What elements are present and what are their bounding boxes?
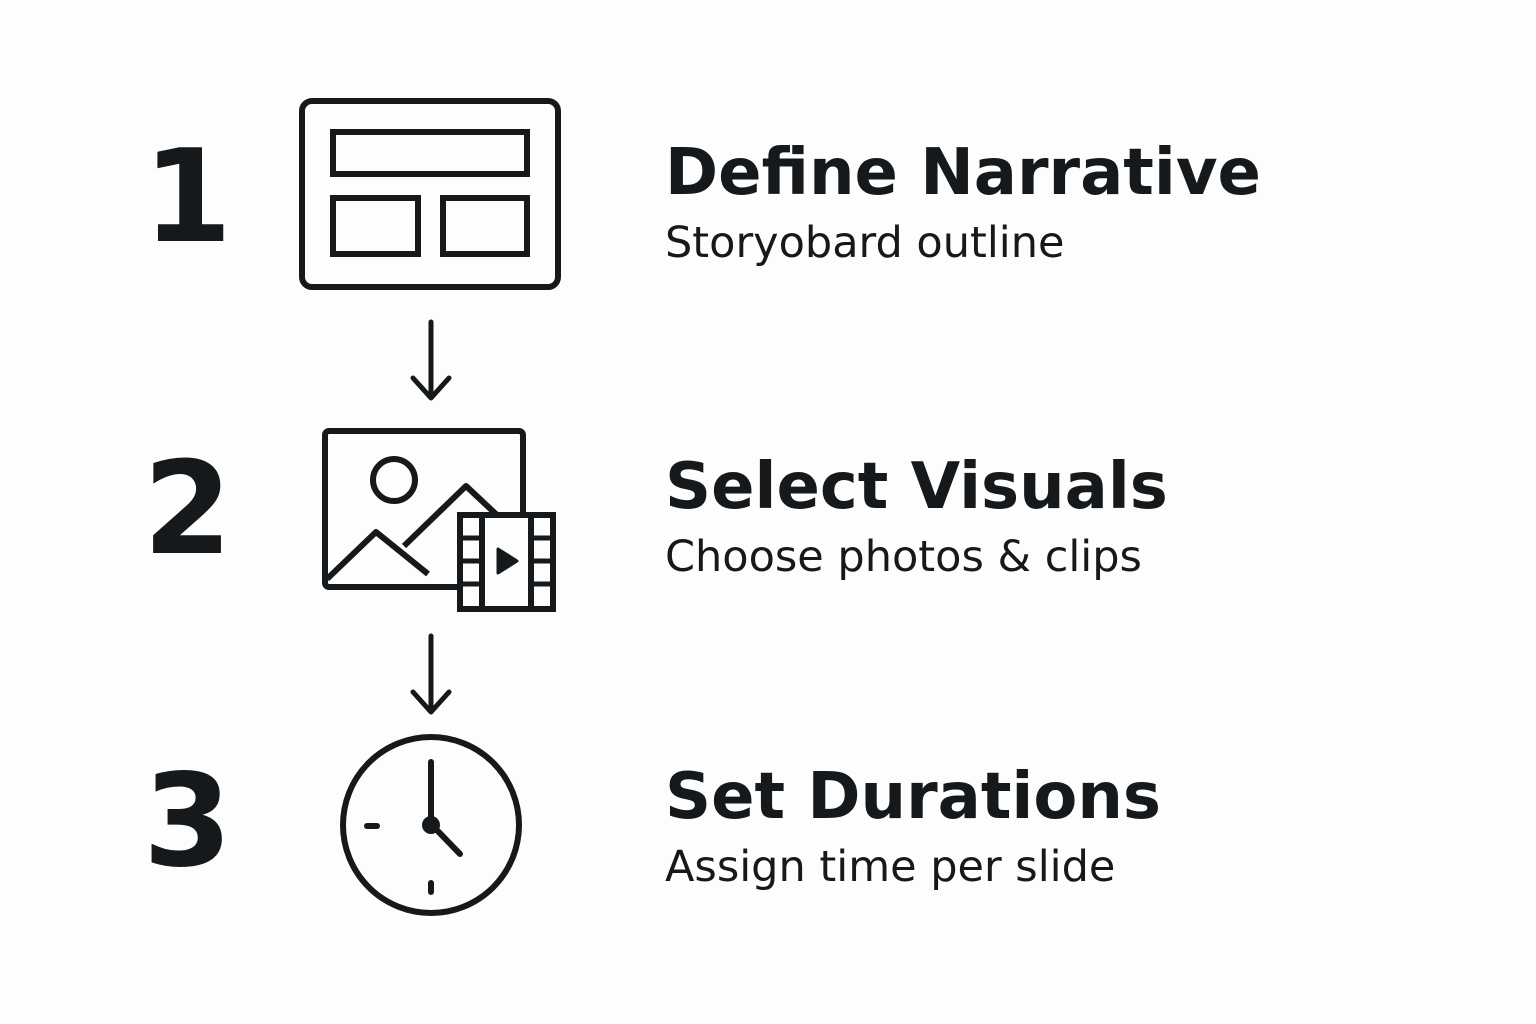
storyboard-icon: [299, 98, 561, 290]
step-2-text: Select Visuals Choose photos & clips: [665, 452, 1168, 584]
step-title: Define Narrative: [665, 136, 1261, 210]
step-number-3: 3: [143, 747, 233, 896]
step-title: Select Visuals: [665, 450, 1168, 524]
down-arrow-icon: [410, 633, 452, 715]
step-number-2: 2: [143, 435, 233, 584]
step-subtitle: Storyobard outline: [665, 218, 1065, 269]
step-number-1: 1: [143, 123, 233, 272]
step-title: Set Durations: [665, 760, 1161, 834]
image-and-film-icon: [322, 428, 556, 612]
step-3-text: Set Durations Assign time per slide: [665, 762, 1161, 894]
step-1-text: Define Narrative Storyobard outline: [665, 138, 1261, 270]
step-subtitle: Assign time per slide: [665, 842, 1116, 893]
step-subtitle: Choose photos & clips: [665, 532, 1142, 583]
clock-icon: [340, 734, 522, 916]
down-arrow-icon: [410, 319, 452, 401]
